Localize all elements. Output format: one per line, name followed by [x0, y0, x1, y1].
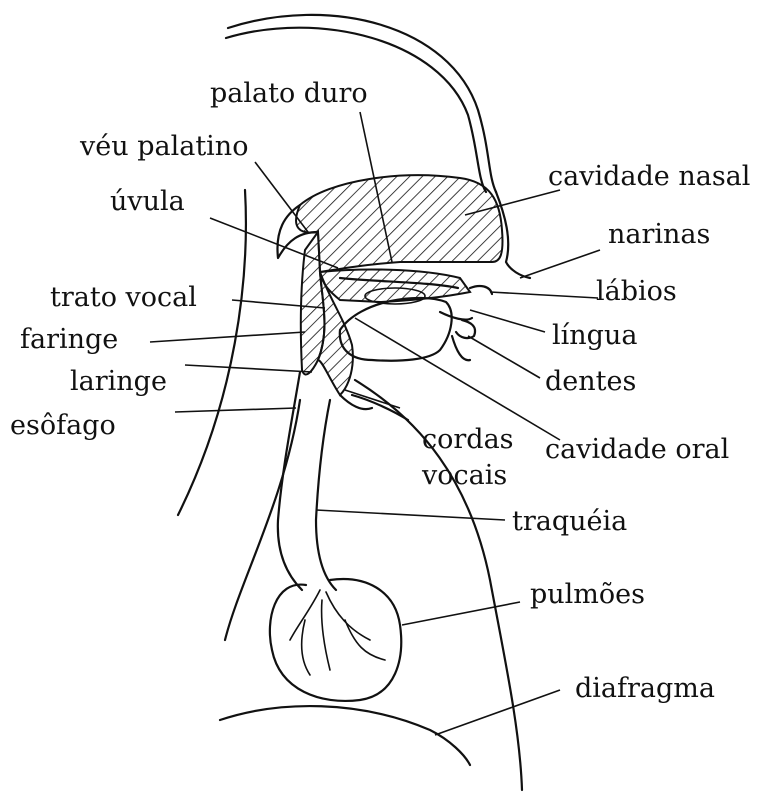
label-traqueia: traquéia — [512, 506, 627, 537]
label-esofago: esôfago — [10, 410, 116, 441]
lungs — [270, 579, 401, 701]
label-lingua: língua — [552, 320, 637, 351]
label-cavidade-oral: cavidade oral — [545, 434, 729, 465]
label-cavidade-nasal: cavidade nasal — [548, 161, 750, 192]
label-dentes: dentes — [545, 366, 636, 397]
tongue — [340, 298, 472, 361]
oral-cavity — [320, 270, 470, 304]
label-diafragma: diafragma — [575, 673, 715, 704]
label-trato-vocal: trato vocal — [50, 282, 197, 313]
label-cordas: cordas — [422, 424, 514, 455]
label-laringe: laringe — [70, 366, 167, 397]
label-veu-palatino: véu palatino — [79, 131, 248, 162]
label-narinas: narinas — [608, 219, 710, 250]
label-labios: lábios — [596, 276, 677, 307]
label-pulmoes: pulmões — [530, 579, 645, 610]
label-uvula: úvula — [110, 186, 185, 217]
label-palato-duro: palato duro — [210, 78, 368, 109]
label-faringe: faringe — [20, 324, 118, 355]
lips-teeth — [452, 286, 492, 360]
label-vocais: vocais — [421, 460, 507, 491]
